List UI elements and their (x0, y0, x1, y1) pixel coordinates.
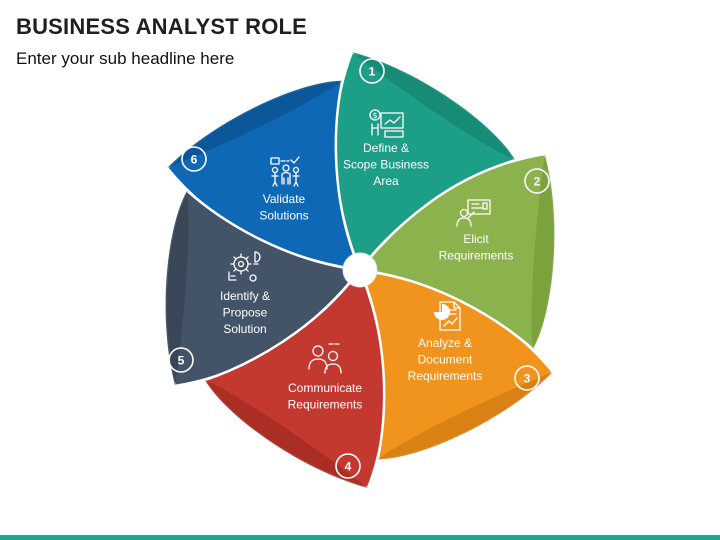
petal-label-line: Validate (263, 192, 306, 206)
page-title: BUSINESS ANALYST ROLE (16, 14, 308, 39)
petal-rim-shade (165, 190, 189, 386)
people-validate-icon (270, 156, 300, 187)
petal-label-line: Identify & (220, 289, 270, 303)
step-number: 1 (369, 65, 376, 79)
step-number: 5 (178, 354, 185, 368)
page-subtitle: Enter your sub headline here (16, 49, 235, 68)
petal-label-line: Area (373, 174, 399, 188)
chart-presentation-icon: $ (369, 109, 404, 138)
petal-rim-shade (352, 52, 515, 160)
petal-label-line: Requirements (439, 249, 514, 263)
step-number-badge (168, 347, 194, 373)
presenter-board-icon (456, 199, 491, 227)
bottom-accent-bar (0, 535, 720, 540)
petal-label-line: Propose (223, 306, 268, 320)
step-number-badge (359, 58, 385, 84)
petal-rim-shade (205, 380, 368, 488)
step-number: 3 (524, 372, 531, 386)
petal-label-line: Solutions (259, 209, 308, 223)
gear-bulb-icon (228, 251, 261, 282)
svg-text:$: $ (372, 111, 377, 120)
petal-label-line: Define & (363, 141, 409, 155)
step-number-badge (181, 146, 207, 172)
petal-rim-shade (531, 154, 555, 350)
step-number-badge (514, 365, 540, 391)
petal-label-line: Analyze & (418, 336, 472, 350)
petal-rim-shade (167, 80, 343, 168)
petal-label-line: Document (418, 353, 473, 367)
step-number-badge (335, 453, 361, 479)
petal-label-line: Solution (223, 322, 266, 336)
petal-label-line: Scope Business (343, 158, 429, 172)
petal-label-line: Requirements (288, 398, 363, 412)
step-number: 4 (345, 460, 352, 474)
step-number: 6 (191, 153, 198, 167)
petal-label-line: Communicate (288, 381, 362, 395)
step-number-badge (524, 168, 550, 194)
center-hub (342, 252, 378, 288)
petal-2-elicit-requirements (357, 152, 556, 352)
petal-label-line: Elicit (463, 232, 489, 246)
document-chart-icon (434, 301, 461, 331)
step-number: 2 (534, 175, 541, 189)
petal-label-line: Requirements (408, 369, 483, 383)
people-communication-icon (308, 343, 342, 374)
petal-rim-shade (377, 372, 553, 460)
